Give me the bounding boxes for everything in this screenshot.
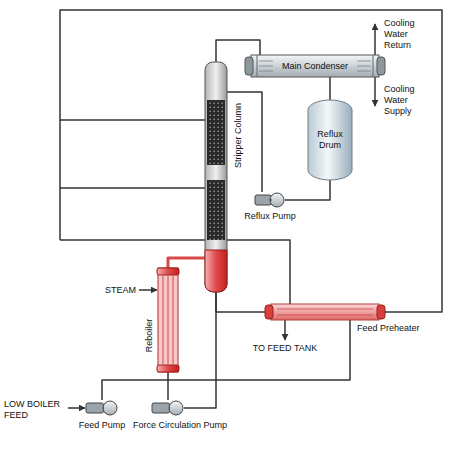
equipment-label: Main Condenser <box>247 61 383 72</box>
cooling-water-arrow <box>374 77 376 106</box>
stream-label: STEAM <box>100 285 136 296</box>
equipment-shape <box>265 304 385 320</box>
heat-exchanger: Feed Preheater <box>265 304 385 320</box>
pump-volute <box>103 401 117 415</box>
heat-exchanger: Main Condenser <box>245 55 385 77</box>
exchanger-head <box>377 57 385 75</box>
exchanger-shell <box>271 304 379 320</box>
tube-bundle <box>163 276 173 364</box>
equipment-label: Reflux Drum <box>310 129 350 151</box>
exchanger-shell <box>158 268 178 372</box>
pump-symbol: Force Circulation Pump <box>152 400 184 416</box>
outlet-arrow <box>284 320 286 340</box>
pipe-line <box>102 320 350 400</box>
column-sump <box>205 250 227 292</box>
exchanger-head <box>157 268 179 275</box>
exchanger-head <box>377 305 385 319</box>
feed-branch <box>60 187 205 189</box>
pipe-line <box>184 292 216 408</box>
vessel: Reflux Drum <box>308 100 352 180</box>
column-shell <box>205 62 227 292</box>
equipment-shape <box>255 192 285 208</box>
equipment-label: Feed Pump <box>62 420 142 431</box>
tube-sheet <box>257 55 373 77</box>
pump-shaft <box>102 407 105 409</box>
pipe-line <box>168 258 205 268</box>
equipment-shape <box>205 62 227 292</box>
equipment-label: Force Circulation Pump <box>133 420 245 431</box>
exchanger-head <box>265 305 273 319</box>
exchanger-head <box>245 57 253 75</box>
pump-shaft <box>168 407 171 409</box>
pipe-line <box>227 92 262 192</box>
pipe-line <box>216 292 265 312</box>
feed-inlet-arrow <box>68 407 85 409</box>
packing-bed <box>207 100 225 165</box>
feed-header <box>59 120 61 240</box>
equipment-label: Reboiler <box>144 295 155 375</box>
pipe-line <box>227 240 290 304</box>
pipe-line <box>285 180 330 200</box>
pipe-line <box>167 372 169 400</box>
stream-label: Cooling Water Return <box>384 18 428 51</box>
stream-label: TO FEED TANK <box>245 343 325 354</box>
equipment-shape <box>152 400 184 416</box>
pump-symbol: Reflux Pump <box>255 192 285 208</box>
stream-label: Cooling Water Supply <box>384 84 428 117</box>
stream-label: LOW BOILER FEED <box>4 399 66 421</box>
feed-branch <box>60 239 205 241</box>
pipe-line <box>329 77 331 100</box>
steam-arrow <box>139 289 157 291</box>
pump-symbol: Feed Pump <box>86 400 118 416</box>
equipment-label: Stripper Column <box>233 90 244 180</box>
vessel-shell <box>308 100 352 180</box>
pump-motor <box>152 403 170 413</box>
pump-volute <box>169 401 183 415</box>
packing-bed <box>207 180 225 240</box>
equipment-shape <box>158 268 178 372</box>
exchanger-shell <box>251 55 379 77</box>
exchanger-head <box>157 365 179 372</box>
pump-motor <box>86 403 104 413</box>
tube-bundle <box>259 61 371 71</box>
pump-volute <box>270 193 284 207</box>
tube-bundle <box>277 309 373 315</box>
pipe-line <box>60 10 442 312</box>
equipment-label: Reflux Pump <box>230 211 310 222</box>
cooling-water-arrow <box>374 24 376 55</box>
heat-exchanger: Reboiler <box>158 268 178 372</box>
pump-motor <box>255 195 272 205</box>
column: Stripper Column <box>205 62 227 292</box>
equipment-shape <box>86 400 118 416</box>
equipment-label: Feed Preheater <box>357 323 445 334</box>
pump-shaft <box>270 199 272 201</box>
